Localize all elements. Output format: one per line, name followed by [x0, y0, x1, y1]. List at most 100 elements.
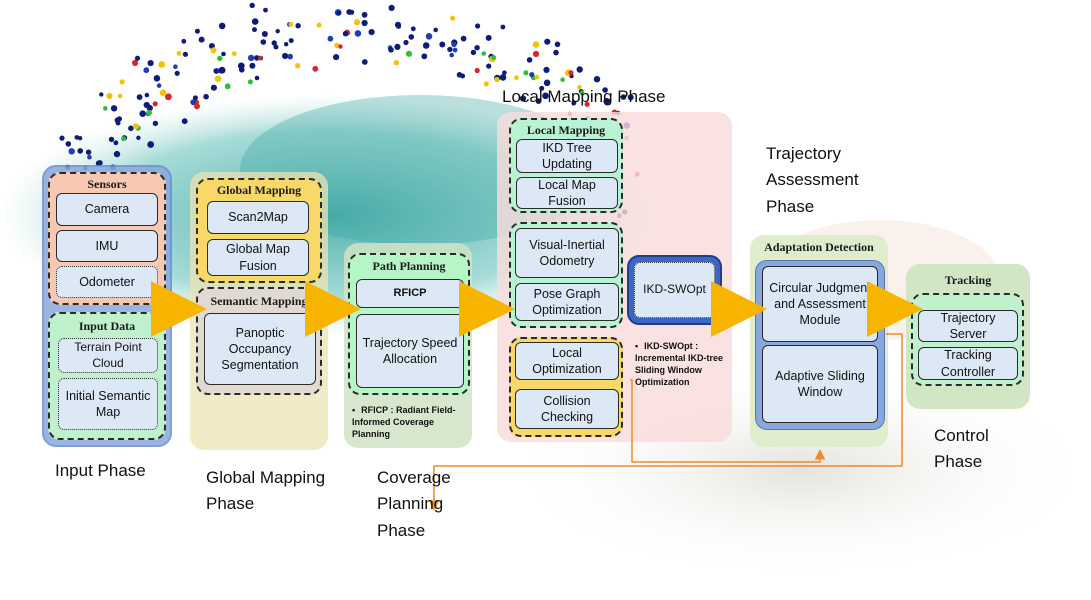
control-phase-label: Control Phase — [934, 426, 989, 472]
cloud-point — [106, 92, 113, 100]
cloud-point — [534, 74, 540, 80]
cloud-point — [502, 70, 507, 75]
cloud-point — [252, 27, 257, 33]
cloud-point — [221, 51, 226, 57]
cloud-point — [146, 109, 153, 116]
cloud-point — [450, 15, 456, 21]
cloud-point — [584, 101, 590, 107]
cloud-point — [284, 42, 289, 47]
cloud-point — [218, 66, 226, 74]
cloud-point — [213, 68, 220, 74]
cloud-point — [532, 50, 540, 58]
adaptive-sliding-window-node: Adaptive Sliding Window — [762, 345, 878, 423]
tracking-controller-node: Tracking Controller — [918, 347, 1018, 380]
cloud-point — [403, 39, 409, 46]
cloud-point — [447, 46, 453, 53]
global-mapping-title: Global Mapping — [216, 183, 302, 197]
cloud-point — [99, 92, 104, 97]
cloud-point — [143, 101, 150, 109]
cloud-point — [254, 75, 260, 81]
cloud-point — [295, 62, 301, 69]
cloud-point — [316, 22, 322, 28]
cloud-point — [338, 44, 343, 49]
cloud-point — [181, 118, 188, 125]
cloud-point — [253, 55, 260, 61]
cloud-point — [543, 66, 550, 73]
cloud-point — [526, 57, 533, 63]
cloud-point — [85, 149, 92, 155]
cloud-point — [603, 98, 611, 105]
cloud-point — [470, 49, 477, 56]
cloud-point — [475, 23, 481, 29]
cloud-point — [593, 76, 601, 83]
cloud-point — [136, 94, 143, 100]
cloud-point — [113, 150, 121, 158]
cloud-point — [247, 79, 253, 85]
bullet-icon: • — [635, 341, 639, 351]
cloud-point — [132, 59, 139, 66]
cloud-point — [577, 84, 582, 90]
cloud-point — [327, 35, 334, 42]
initial-semantic-map-node: Initial Semantic Map — [58, 378, 158, 430]
cloud-point — [65, 141, 72, 147]
cloud-point — [247, 54, 255, 62]
cloud-point — [261, 31, 268, 37]
cloud-point — [312, 65, 319, 72]
odometer-node: Odometer — [56, 266, 158, 298]
cloud-point — [514, 75, 519, 81]
cloud-point — [334, 42, 340, 49]
cloud-point — [288, 38, 294, 44]
cloud-point — [532, 41, 540, 48]
local-mapping-phase-label: Local Mapping Phase — [502, 87, 666, 106]
rficp-note: •RFICP : Radiant Field-Informed Coverage… — [352, 404, 472, 440]
cloud-point — [119, 79, 125, 85]
cloud-point — [602, 87, 608, 93]
cloud-point — [354, 30, 362, 37]
ikd-swopt-node: IKD-SWOpt — [634, 262, 715, 318]
cloud-point — [194, 103, 200, 110]
cloud-point — [474, 67, 480, 74]
cloud-point — [394, 43, 401, 51]
local-map-fusion-node: Local Map Fusion — [516, 177, 618, 209]
cloud-point — [336, 10, 341, 16]
cloud-point — [68, 148, 75, 155]
cloud-point — [368, 28, 375, 36]
cloud-point — [560, 77, 565, 82]
cloud-point — [132, 123, 139, 130]
cloud-point — [287, 53, 294, 60]
cloud-point — [203, 93, 209, 100]
cloud-point — [361, 59, 368, 65]
cloud-point — [483, 81, 489, 87]
cloud-point — [134, 55, 141, 61]
cloud-point — [194, 28, 200, 34]
scan2map-node: Scan2Map — [207, 201, 309, 234]
trajectory-assessment-phase-label: Trajectory Assessment Phase — [766, 144, 859, 216]
cloud-point — [396, 23, 402, 29]
ikd-tree-updating-node: IKD Tree Updating — [516, 139, 618, 173]
circular-judgment-node: Circular Judgment and Assessment Module — [762, 266, 878, 342]
cloud-point — [544, 38, 551, 45]
cloud-point — [165, 93, 172, 101]
cloud-point — [485, 34, 492, 41]
panoptic-occupancy-segmentation-node: Panoptic Occupancy Segmentation — [204, 313, 316, 385]
cloud-point — [113, 140, 119, 146]
cloud-point — [110, 105, 118, 112]
cloud-point — [210, 47, 217, 54]
cloud-point — [173, 64, 178, 69]
cloud-point — [249, 62, 256, 69]
cloud-point — [553, 49, 559, 56]
semantic-mapping-title: Semantic Mapping — [210, 294, 308, 308]
cloud-point — [361, 11, 368, 18]
cloud-point — [491, 55, 497, 61]
cloud-point — [152, 101, 158, 107]
cloud-point — [176, 51, 182, 56]
cloud-point — [181, 38, 187, 44]
coverage-planning-phase-label: Coverage Planning Phase — [377, 468, 451, 540]
cloud-point — [136, 135, 141, 140]
cloud-point — [103, 106, 108, 111]
cloud-point — [486, 63, 492, 69]
collision-checking-node: Collision Checking — [515, 389, 619, 429]
cloud-point — [500, 24, 506, 30]
bullet-icon: • — [352, 405, 356, 415]
cloud-point — [388, 4, 395, 11]
